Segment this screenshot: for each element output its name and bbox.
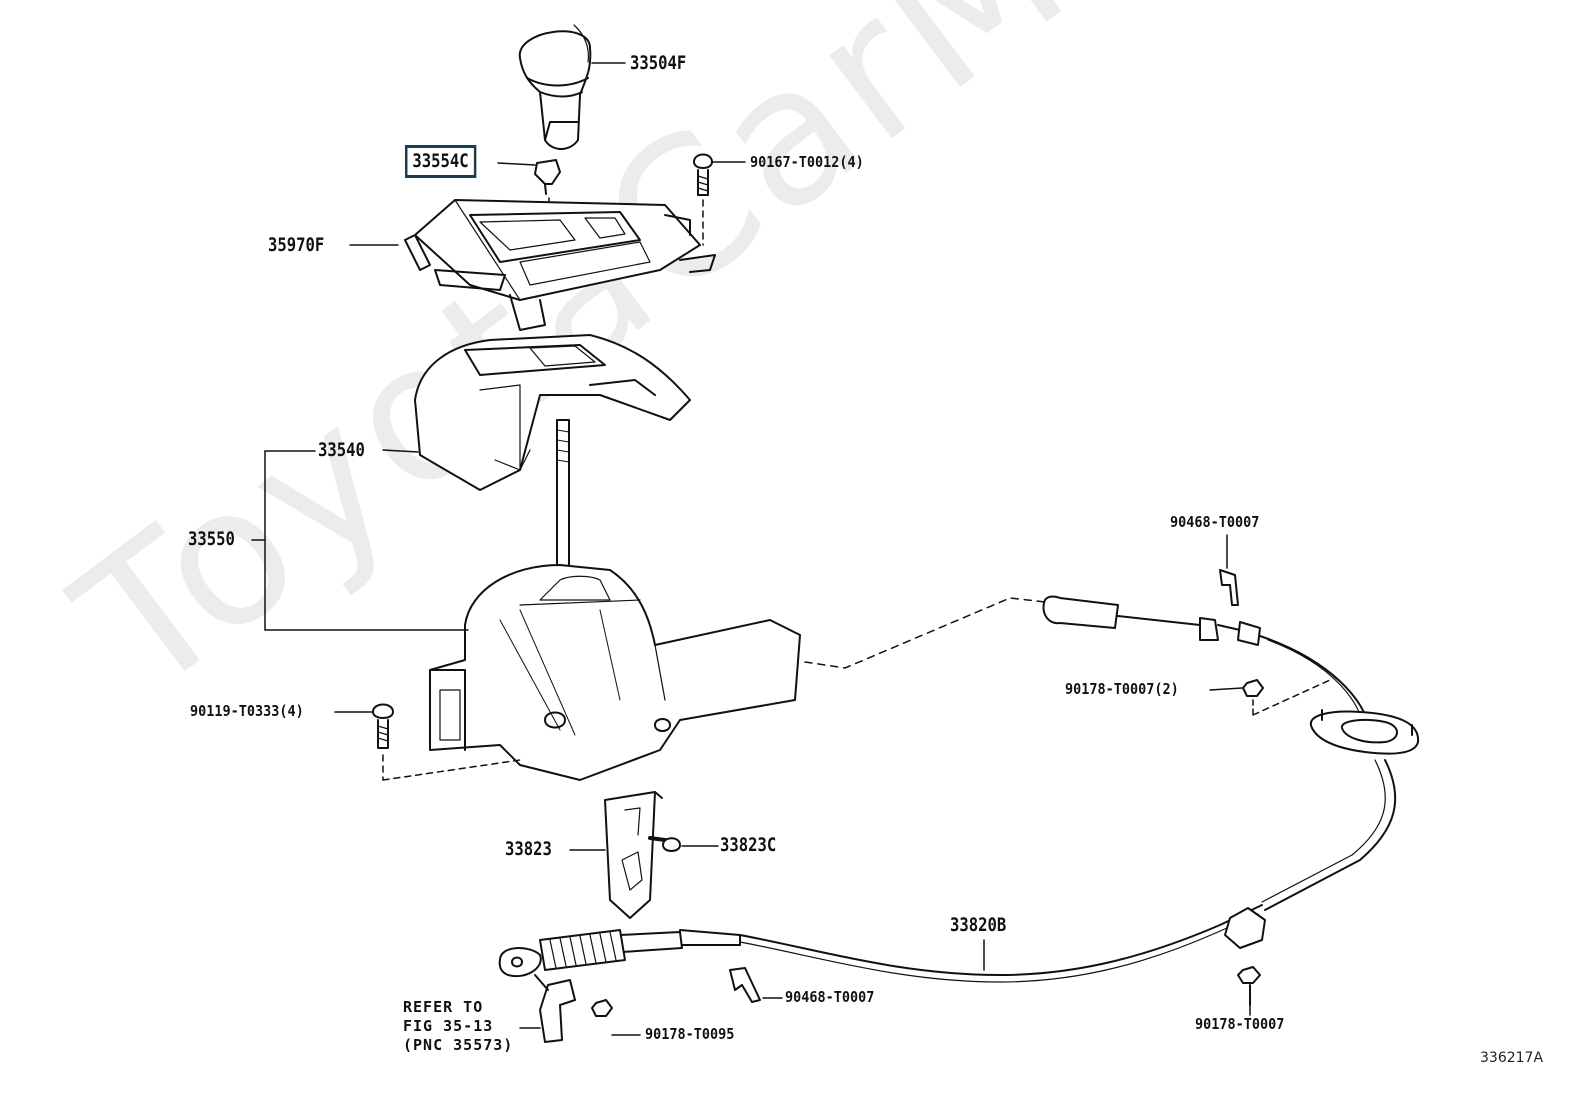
refer-note: REFER TO FIG 35-13 (PNC 35573) (403, 998, 513, 1055)
leader-lines (251, 62, 1251, 1036)
label-35970F[interactable]: 35970F (268, 234, 325, 256)
label-33820B[interactable]: 33820B (950, 914, 1007, 936)
label-33550[interactable]: 33550 (188, 528, 235, 550)
refer-line-2[interactable]: FIG 35-13 (403, 1017, 494, 1035)
lever-rod-drawing (556, 419, 570, 581)
label-33504F[interactable]: 33504F (630, 52, 687, 74)
figure-id: 336217A (1480, 1050, 1544, 1066)
label-90119-T0333[interactable]: 90119-T0333(4) (190, 702, 304, 720)
nut-mid-drawing (1242, 679, 1331, 716)
nut-bottom-left-drawing (591, 999, 613, 1017)
shift-knob-drawing (518, 24, 592, 150)
label-33823C[interactable]: 33823C (720, 834, 777, 856)
clip-top-drawing (1219, 569, 1239, 606)
cover-drawing (414, 334, 691, 491)
grommet-plate-drawing (1309, 709, 1420, 755)
bolt-left-drawing (372, 703, 521, 781)
label-90178-T0007-bottom[interactable]: 90178-T0007 (1195, 1015, 1285, 1033)
cable-end-drawing (1042, 595, 1261, 646)
bracket-drawing (604, 791, 663, 919)
indicator-housing-drawing (404, 199, 716, 331)
screw-top-drawing (693, 153, 713, 246)
label-33554C-highlighted[interactable]: 33554C (405, 145, 477, 178)
bracket-bolt-drawing (648, 836, 681, 852)
cable-link-line (804, 597, 1046, 669)
label-90178-T0007-2[interactable]: 90178-T0007(2) (1065, 680, 1179, 698)
nut-bottom-right-drawing (1237, 966, 1261, 1006)
label-33823[interactable]: 33823 (505, 838, 552, 860)
refer-line-3: (PNC 35573) (403, 1036, 514, 1054)
refer-bracket-drawing (534, 974, 576, 1043)
label-90178-T0095[interactable]: 90178-T0095 (645, 1025, 735, 1043)
label-33540[interactable]: 33540 (318, 439, 365, 461)
clip-bottom-drawing (729, 967, 761, 1003)
lever-assembly-drawing (429, 564, 801, 781)
refer-line-1: REFER TO (403, 998, 484, 1016)
label-90468-T0007-bottom[interactable]: 90468-T0007 (785, 988, 875, 1006)
label-90167-T0012[interactable]: 90167-T0012(4) (750, 153, 864, 171)
label-90468-T0007-top[interactable]: 90468-T0007 (1170, 513, 1260, 531)
lower-cable-drawing (498, 904, 1266, 983)
